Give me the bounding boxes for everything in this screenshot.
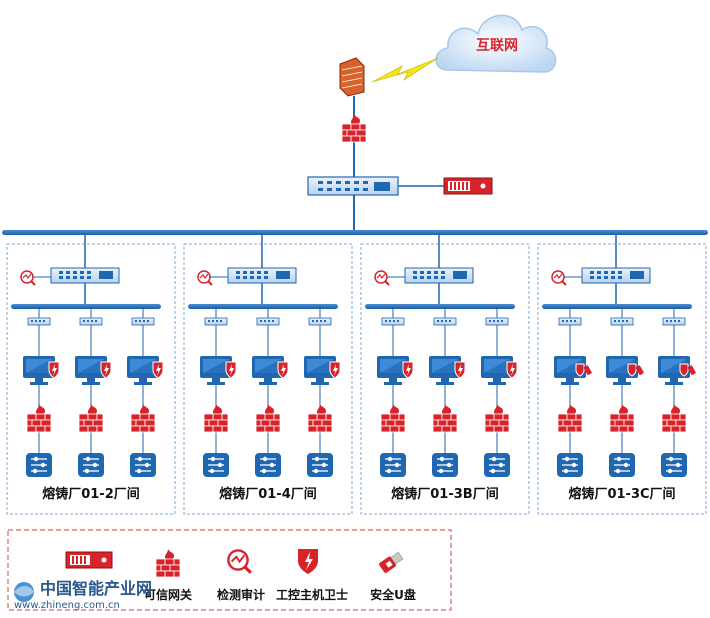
watermark: 中国智能产业网 www.zhineng.com.cn (14, 579, 152, 611)
industrial-host-icon (303, 355, 341, 386)
watermark-title: 中国智能产业网 (40, 579, 152, 598)
access-switch (131, 317, 155, 326)
zone-boundary (537, 243, 707, 515)
legend-audit-label: 检测审计 (217, 587, 265, 602)
firewall-icon (661, 403, 687, 433)
gateway-device-icon (65, 551, 113, 569)
industrial-host-icon (199, 355, 237, 386)
zone-label: 熔铸厂01-3B厂间 (391, 486, 498, 502)
shield-icon (298, 549, 318, 574)
audit-icon (197, 270, 213, 286)
industrial-host-icon (428, 355, 466, 386)
firewall-icon (557, 403, 583, 433)
firewall-icon (26, 403, 52, 433)
industrial-host-icon (553, 355, 593, 386)
firewall-icon (307, 403, 333, 433)
legend: 可信网关 检测审计 工控主机卫士 安全U盘 (7, 529, 452, 611)
industrial-host-icon (251, 355, 289, 386)
industrial-host-icon (657, 355, 697, 386)
audit-icon (374, 270, 390, 286)
industrial-host-icon (126, 355, 164, 386)
controller-icon (254, 452, 282, 478)
industrial-host-icon (376, 355, 414, 386)
access-switch (610, 317, 634, 326)
zone-switch (50, 267, 120, 284)
access-switch (662, 317, 686, 326)
top-firewall-icon (341, 113, 367, 143)
firewall-icon (155, 548, 181, 578)
zone-switch (404, 267, 474, 284)
audit-icon (551, 270, 567, 286)
edge-firewall-device (339, 57, 365, 97)
firewall-icon (78, 403, 104, 433)
firewall-icon (255, 403, 281, 433)
zone-label: 熔铸厂01-4厂间 (219, 486, 317, 502)
access-switch (485, 317, 509, 326)
controller-icon (306, 452, 334, 478)
industrial-host-icon (74, 355, 112, 386)
legend-shield-label: 工控主机卫士 (276, 587, 348, 602)
zone-bus (365, 304, 515, 309)
access-switch (256, 317, 280, 326)
main-bus (2, 230, 708, 235)
zone-bus (188, 304, 338, 309)
firewall-icon (130, 403, 156, 433)
internet-label: 互联网 (476, 38, 518, 54)
controller-icon (431, 452, 459, 478)
industrial-host-icon (480, 355, 518, 386)
access-switch (558, 317, 582, 326)
controller-icon (660, 452, 688, 478)
zone-4: 熔铸厂01-3C厂间 (537, 235, 707, 515)
zone-2: 熔铸厂01-4厂间 (183, 235, 353, 515)
watermark-url: www.zhineng.com.cn (14, 600, 120, 611)
controller-icon (25, 452, 53, 478)
zone-switch (581, 267, 651, 284)
internet-cloud: 互联网 (435, 14, 557, 73)
access-switch (308, 317, 332, 326)
audit-icon (226, 548, 253, 575)
firewall-icon (432, 403, 458, 433)
controller-icon (129, 452, 157, 478)
wireless-link (371, 57, 439, 83)
zone-boundary (360, 243, 530, 515)
zone-3: 熔铸厂01-3B厂间 (360, 235, 530, 515)
core-switch (307, 176, 399, 196)
controller-icon (483, 452, 511, 478)
legend-usb-label: 安全U盘 (370, 587, 416, 602)
access-switch (204, 317, 228, 326)
zone-label: 熔铸厂01-2厂间 (42, 486, 140, 502)
zone-1: 熔铸厂01-2厂间 (6, 235, 176, 515)
firewall-icon (380, 403, 406, 433)
controller-icon (202, 452, 230, 478)
controller-icon (77, 452, 105, 478)
usb-icon (379, 551, 404, 573)
controller-icon (608, 452, 636, 478)
zone-switch (227, 267, 297, 284)
access-switch (381, 317, 405, 326)
industrial-host-icon (22, 355, 60, 386)
firewall-icon (203, 403, 229, 433)
legend-firewall-label: 可信网关 (144, 587, 192, 602)
access-switch (433, 317, 457, 326)
zone-boundary (183, 243, 353, 515)
controller-icon (556, 452, 584, 478)
firewall-icon (609, 403, 635, 433)
audit-icon (20, 270, 36, 286)
access-switch (79, 317, 103, 326)
controller-icon (379, 452, 407, 478)
access-switch (27, 317, 51, 326)
zone-bus (542, 304, 692, 309)
zone-bus (11, 304, 161, 309)
firewall-icon (484, 403, 510, 433)
zone-label: 熔铸厂01-3C厂间 (568, 486, 675, 502)
security-gateway-device (443, 177, 493, 195)
zone-boundary (6, 243, 176, 515)
industrial-host-icon (605, 355, 645, 386)
